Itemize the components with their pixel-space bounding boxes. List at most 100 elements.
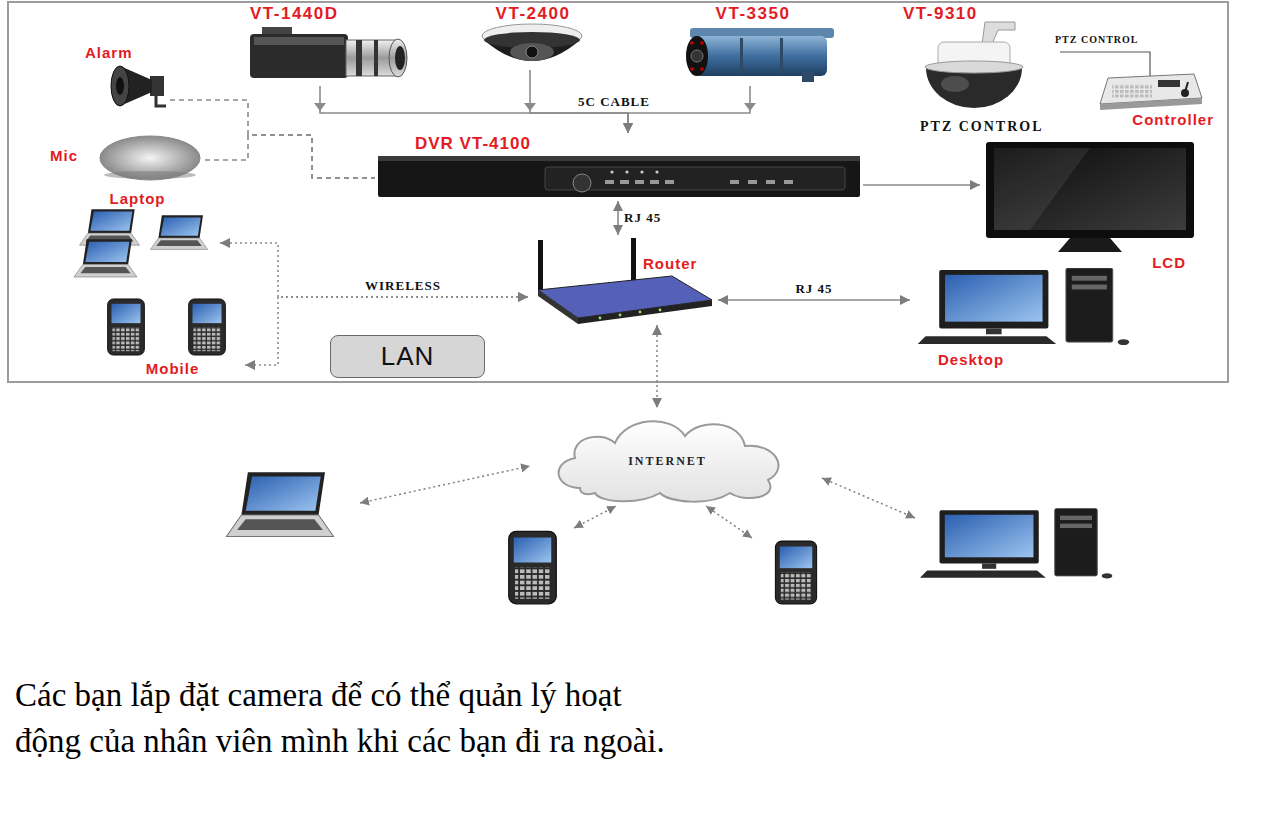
ptz-controller — [1158, 80, 1180, 87]
microphone — [104, 171, 196, 179]
dvr-recorder — [378, 156, 860, 197]
cable-label: 5C CABLE — [578, 95, 650, 109]
dvr-recorder — [620, 180, 629, 184]
internet-links — [822, 478, 915, 518]
ptz-controller — [1181, 89, 1189, 97]
camera-model: VT-9310 — [903, 4, 978, 24]
device-label: Router — [643, 255, 697, 272]
laptop-group — [74, 209, 208, 277]
bullet-camera — [780, 38, 783, 74]
router-device — [538, 238, 712, 324]
internet-devices — [775, 541, 816, 604]
controller-node: PTZ CONTROL Controller — [1045, 32, 1220, 130]
internet-links — [360, 466, 530, 503]
internet-devices — [226, 472, 333, 536]
lcd-monitor — [986, 142, 1194, 252]
lan-box: LAN — [330, 335, 485, 378]
connector — [718, 299, 910, 301]
internet-links — [574, 506, 616, 528]
connector — [628, 86, 750, 133]
lcd-node: LCD — [980, 138, 1200, 273]
ptz-camera — [926, 68, 1022, 108]
alarm-horn — [111, 66, 166, 106]
dome-camera — [482, 24, 582, 61]
dvr-recorder — [378, 156, 860, 197]
lcd-monitor — [1058, 238, 1122, 252]
laptop-group — [150, 215, 207, 249]
edge-label-holder: RJ 45 — [624, 211, 661, 225]
edge-label: RJ 45 — [795, 282, 832, 296]
connector — [220, 243, 528, 297]
dvr-recorder — [766, 180, 775, 184]
router-device — [659, 309, 662, 312]
drop-arrowheads — [314, 103, 756, 111]
device-label: DVR VT-4100 — [415, 134, 531, 154]
lcd-monitor — [994, 148, 1186, 230]
edge-label: WIRELESS — [365, 279, 441, 293]
alarm-horn — [111, 66, 129, 106]
internet-links — [706, 506, 752, 538]
router-device — [599, 317, 602, 320]
ptz-controller — [1100, 98, 1202, 110]
lcd-monitor — [994, 148, 1090, 230]
router-device — [639, 311, 642, 314]
router-device — [578, 300, 712, 324]
laptop-group — [74, 239, 137, 277]
bullet-camera — [695, 36, 827, 76]
dvr-recorder — [665, 180, 674, 184]
camera-model: VT-2400 — [496, 4, 571, 24]
internet-devices — [920, 509, 1112, 579]
camera-node: VT-9310 — [895, 2, 1035, 112]
ptz-control-label: PTZ CONTROL — [920, 119, 1044, 135]
router-node: Router — [528, 235, 718, 325]
device-label: INTERNET — [628, 454, 707, 468]
caption-holder: Các bạn lắp đặt camera để có thể quản lý… — [15, 672, 675, 764]
device-label: Mic — [50, 147, 78, 164]
cable-label: 5C CABLE — [578, 95, 650, 109]
camera-node: VT-2400 — [478, 2, 588, 70]
device-label: Controller — [1132, 111, 1214, 128]
bullet-camera — [690, 41, 694, 45]
box-camera — [262, 27, 292, 35]
device-label: Mobile — [146, 360, 200, 377]
mobile-group — [189, 299, 226, 355]
dvr-recorder — [640, 170, 643, 173]
microphone — [100, 136, 200, 180]
box-camera — [254, 37, 344, 45]
box-camera — [374, 40, 378, 76]
edge-label-holder: RJ 45 — [795, 282, 832, 296]
alarm-horn — [116, 77, 124, 95]
alarm-horn — [156, 96, 166, 106]
device-label: PTZ CONTROL — [1055, 34, 1139, 46]
microphone — [100, 136, 200, 180]
device-label: Alarm — [85, 44, 133, 61]
desktop-node: Desktop — [910, 268, 1140, 372]
internet-cloud: INTERNET — [540, 408, 795, 503]
dome-camera — [526, 46, 538, 58]
dvr-recorder — [635, 180, 644, 184]
connector — [205, 135, 375, 178]
bullet-camera — [802, 72, 814, 82]
box-camera — [250, 27, 407, 78]
ptz-controller — [1060, 52, 1202, 110]
bullet-camera — [690, 67, 694, 71]
lan-frame — [8, 2, 1228, 382]
box-camera — [356, 40, 362, 76]
device-label: LAN — [381, 342, 435, 371]
router-device — [619, 314, 622, 317]
camera-node: VT-1440D — [240, 2, 415, 86]
ptz-control-label: PTZ CONTROL — [920, 119, 1044, 135]
caption: Các bạn lắp đặt camera để có thể quản lý… — [15, 672, 675, 764]
desktop-computer — [918, 268, 1130, 345]
bullet-camera — [740, 38, 743, 74]
connector — [320, 86, 628, 133]
dvr-recorder — [378, 156, 860, 161]
device-label: LCD — [1152, 254, 1186, 271]
box-camera — [395, 46, 405, 70]
camera-model: VT-3350 — [716, 4, 791, 24]
ptz-controller — [1060, 52, 1150, 76]
router-device — [538, 290, 578, 324]
mobile-node: Mobile — [100, 295, 245, 378]
device-label: Desktop — [938, 351, 1004, 368]
